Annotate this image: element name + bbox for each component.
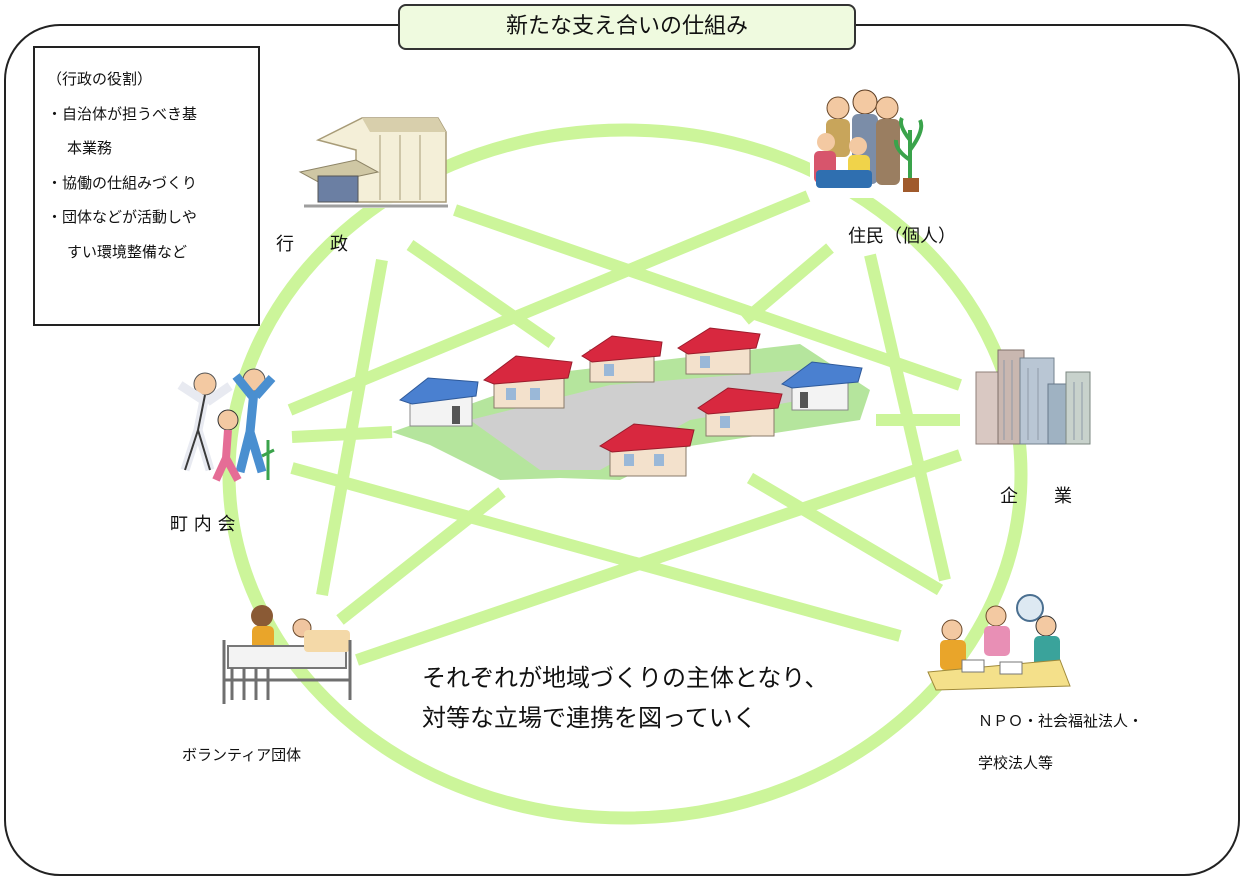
role-line: 本業務 [67, 139, 113, 157]
government-role-box: （行政の役割） ・自治体が担うべき基 本業務 ・協働の仕組みづくり ・団体などが… [33, 46, 260, 326]
house-icon [581, 335, 663, 383]
link-gyosei-volunteer [316, 258, 388, 597]
volunteer-group-icon [222, 605, 352, 704]
node-label-chonaikai: 町 内 会 [170, 514, 236, 535]
link-gyosei-kigyo [453, 204, 962, 391]
link-jumin-chonaikai [287, 190, 811, 416]
town-houses-icon [392, 327, 870, 480]
role-heading: （行政の役割） [47, 70, 153, 88]
house-icon [780, 361, 863, 411]
neighborhood-association-icon [177, 368, 276, 482]
caption-line: それぞれが地域づくりの主体となり、 [422, 664, 829, 692]
family-icon [810, 88, 928, 198]
link-volunteer-center [336, 487, 506, 625]
government-building-icon [298, 117, 448, 208]
node-label-npo-2: 学校法人等 [978, 754, 1054, 772]
connection-lines [287, 190, 962, 666]
link-chonaikai-center [291, 426, 393, 443]
node-label-jumin: 住民（個人） [848, 226, 956, 247]
npo-meeting-icon [927, 594, 1071, 691]
house-icon [697, 387, 783, 437]
house-icon [482, 355, 573, 409]
office-buildings-icon [975, 349, 1091, 445]
diagram-caption: それぞれが地域づくりの主体となり、 対等な立場で連携を図っていく [422, 658, 828, 738]
node-label-volunteer: ボランティア団体 [182, 746, 302, 764]
house-icon [398, 377, 479, 427]
node-label-npo: ＮＰＯ・社会福祉法人・ [978, 712, 1144, 730]
house-icon [677, 327, 761, 375]
cooperation-ring [222, 123, 1028, 825]
role-line: ・団体などが活動しや [47, 208, 197, 226]
role-line: ・自治体が担うべき基 [47, 104, 198, 123]
diagram-title: 新たな支え合いの仕組み [398, 4, 856, 50]
caption-line: 対等な立場で連携を図っていく [422, 704, 757, 732]
role-line: すい環境整備など [67, 242, 188, 261]
house-icon [598, 423, 695, 477]
role-line: ・協働の仕組みづくり [47, 173, 198, 192]
link-jumin-center [741, 243, 834, 325]
link-kigyo-volunteer [355, 449, 962, 666]
link-gyosei-center [406, 240, 556, 348]
link-npo-center [746, 472, 944, 596]
node-label-gyosei: 行 政 [276, 234, 348, 255]
node-label-kigyo: 企 業 [1000, 486, 1072, 507]
link-chonaikai-npo [290, 462, 902, 642]
